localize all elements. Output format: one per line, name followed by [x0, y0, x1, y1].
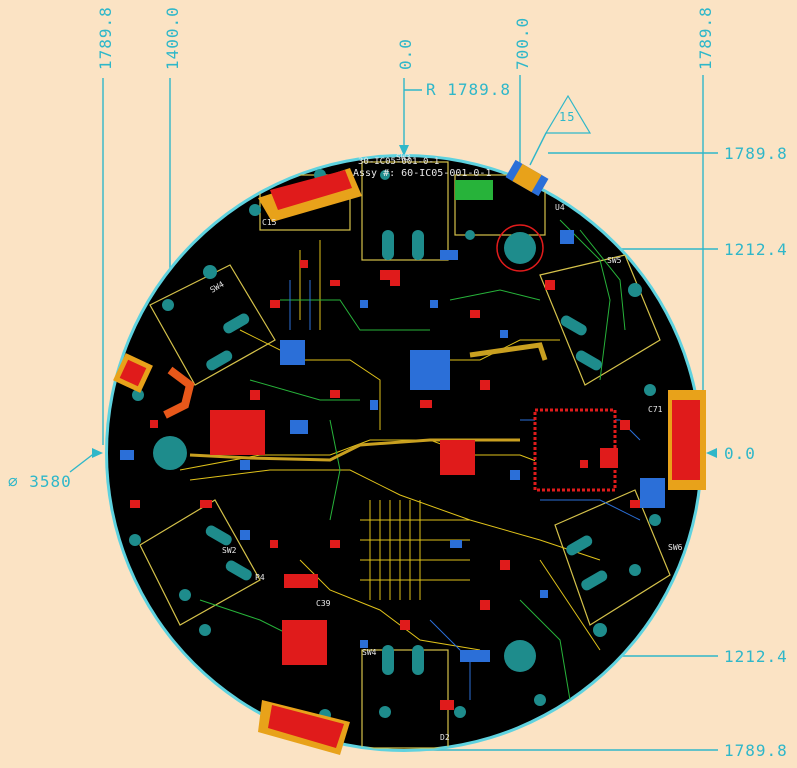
switch-label-top-right: SW5: [607, 256, 622, 265]
power-trace-orange: [163, 366, 195, 419]
dim-right-upper: 1212.4: [724, 240, 788, 259]
connector-right: [668, 390, 706, 490]
edge-connectors[interactable]: [113, 159, 706, 755]
dim-right-lower: 1212.4: [724, 647, 788, 666]
ref-d2: D2: [440, 733, 450, 742]
slot-pads: [205, 230, 608, 675]
power-trace-gold-2: [469, 342, 548, 361]
dim-top-center: 0.0: [396, 38, 415, 70]
switch-label-top: SW3: [396, 153, 411, 162]
switch-label-bottom-left: SW2: [222, 546, 237, 555]
connector-left: [113, 353, 153, 393]
dim-right-bottom: 1789.8: [724, 741, 788, 760]
connector-top-left: [258, 168, 362, 222]
dim-diameter-label: ⌀ 3580: [8, 472, 72, 491]
dim-right-top: 1789.8: [724, 144, 788, 163]
ic-red-strip: [284, 574, 318, 588]
dim-top-left-inner: 1400.0: [163, 6, 182, 70]
dim-right-middle: 0.0: [724, 444, 756, 463]
ic-components[interactable]: [210, 180, 665, 665]
dim-angle-badge: 15: [559, 110, 575, 124]
smd-pads: [120, 230, 640, 710]
assy-label: Assy #: 60-IC05-001-0-1: [353, 168, 491, 179]
ic-upper-block: [280, 340, 305, 365]
ref-c39: C39: [316, 599, 331, 608]
dim-radius-label: R 1789.8: [426, 80, 511, 99]
switch-outlines: [139, 161, 671, 749]
ic-right-red: [600, 448, 618, 468]
ic-center-block: [410, 350, 450, 390]
ic-right-blue: [640, 478, 665, 508]
ref-p4: P4: [255, 573, 265, 582]
dimension-lines: [69, 75, 718, 751]
switch-label-right: SW6: [668, 543, 683, 552]
ic-left-block: [210, 410, 265, 455]
dim-top-right-outer: 1789.8: [696, 6, 715, 70]
dim-top-left-outer: 1789.8: [96, 6, 115, 70]
switch-label-bottom: SW4: [362, 648, 377, 657]
through-holes: [129, 169, 661, 721]
pcb-board[interactable]: Assy #: 60-IC05-001-0-1 30-IC05-001-0-1 …: [105, 153, 706, 755]
hole-keepout-ring: [496, 224, 544, 272]
connector-top-right: [505, 159, 549, 197]
ic-top-green: [455, 180, 493, 200]
connector-bottom-left: [258, 700, 350, 755]
ic-lower-left-bga: [282, 620, 327, 665]
dim-top-right-inner: 700.0: [513, 17, 532, 70]
dimension-labels: 1789.8 1400.0 0.0 700.0 1789.8 R 1789.8 …: [8, 6, 788, 760]
ic-mid-block: [440, 440, 475, 475]
ref-u4: U4: [555, 203, 565, 212]
partial-assy-label: 30-IC05-001-0-1: [358, 157, 439, 167]
ref-c71: C71: [648, 405, 663, 414]
ref-c15: C15: [262, 218, 277, 227]
board-silkscreen-text: Assy #: 60-IC05-001-0-1 30-IC05-001-0-1 …: [209, 153, 683, 742]
